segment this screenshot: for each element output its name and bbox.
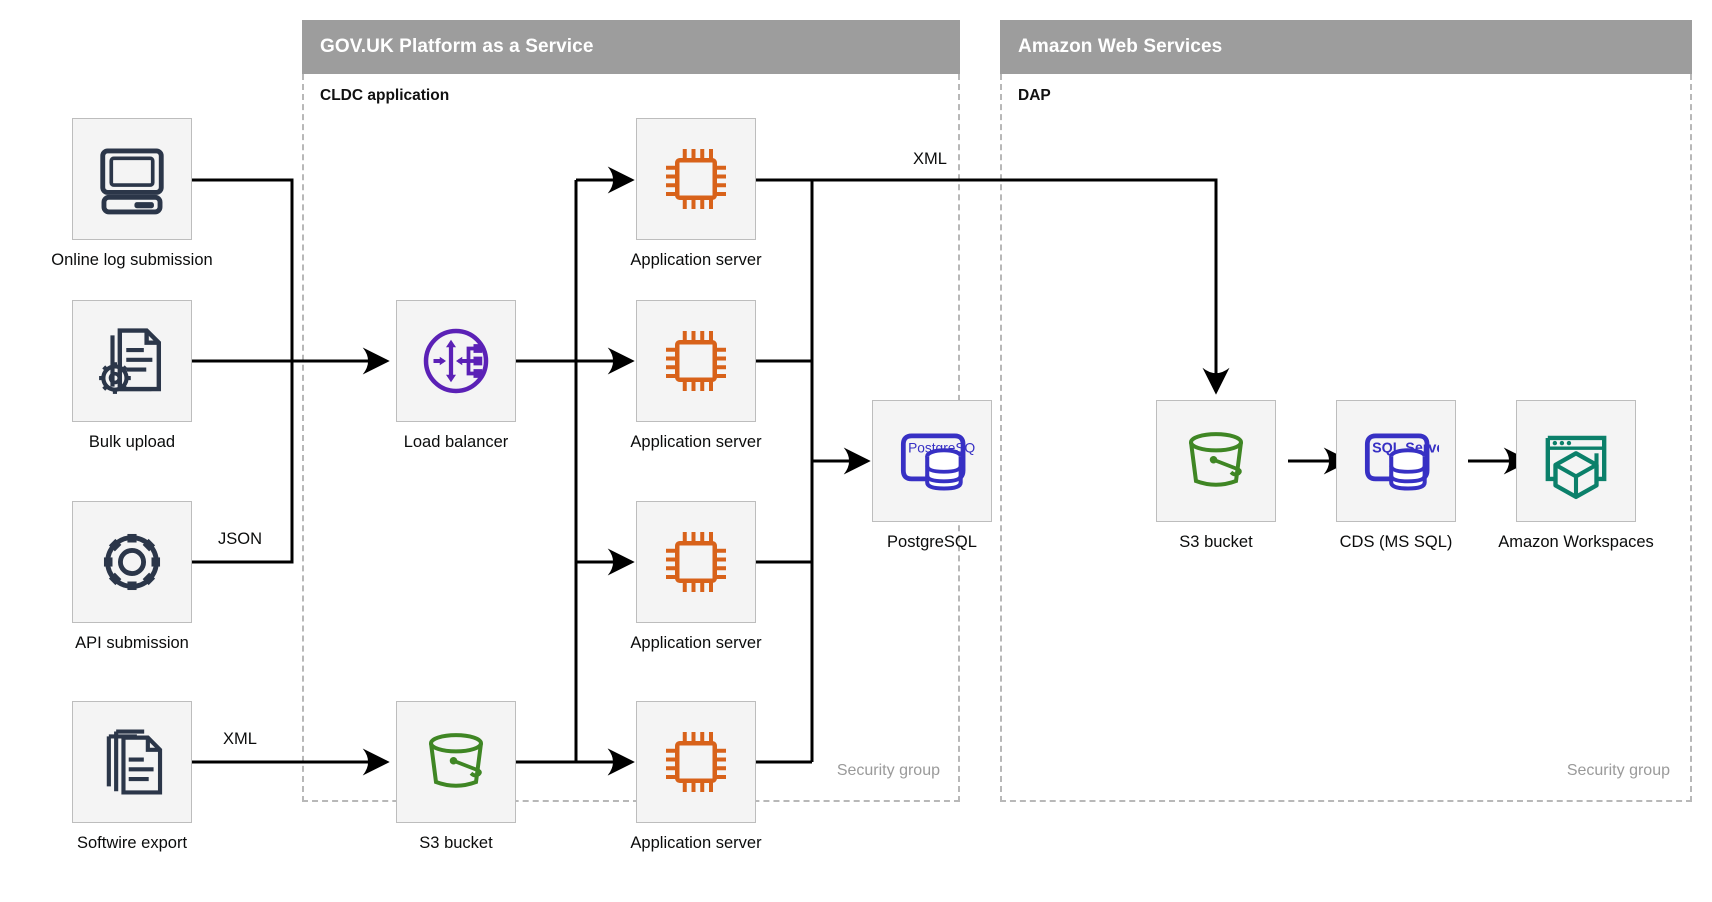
node-label: S3 bucket	[419, 834, 493, 852]
node-s3-bucket-paas[interactable]: S3 bucket	[396, 701, 516, 852]
group-title-aws: Amazon Web Services	[1018, 36, 1223, 57]
node-box	[396, 701, 516, 823]
cpu-chip-icon	[666, 532, 726, 592]
node-box	[636, 501, 756, 623]
node-s3-bucket-aws[interactable]: S3 bucket	[1156, 400, 1276, 551]
node-label: Load balancer	[403, 433, 509, 451]
node-online-log-submission[interactable]: Online log submission	[51, 118, 213, 269]
node-app-server-4[interactable]: Application server	[630, 701, 762, 852]
node-label: Amazon Workspaces	[1498, 533, 1654, 551]
document-gear-icon	[99, 328, 162, 394]
node-box	[636, 701, 756, 823]
node-label: CDS (MS SQL)	[1339, 533, 1453, 551]
node-app-server-3[interactable]: Application server	[630, 501, 762, 652]
document-stack-icon	[106, 729, 163, 795]
node-box	[396, 300, 516, 422]
desktop-computer-icon	[100, 148, 164, 215]
group-header-aws: Amazon Web Services	[1000, 20, 1692, 74]
node-box	[1156, 400, 1276, 522]
group-sublabel-cldc-application: CLDC application	[320, 87, 450, 104]
node-box	[72, 701, 192, 823]
node-box	[72, 501, 192, 623]
postgresql-icon: PostgreSQL	[900, 433, 975, 491]
node-cds-ms-sql[interactable]: SQL Server CDS (MS SQL)	[1336, 400, 1456, 551]
node-label: Application server	[630, 634, 762, 652]
node-box: PostgreSQL	[872, 400, 992, 522]
gear-icon	[103, 533, 161, 591]
node-label: PostgreSQL	[887, 533, 977, 551]
security-group-label-aws: Security group	[1566, 762, 1670, 779]
node-load-balancer[interactable]: Load balancer	[396, 300, 516, 451]
node-box: SQL Server	[1336, 400, 1456, 522]
node-softwire-export[interactable]: Softwire export	[72, 701, 192, 852]
load-balancer-icon	[423, 328, 489, 394]
node-label: Bulk upload	[88, 433, 176, 451]
sql-server-icon: SQL Server	[1364, 433, 1439, 491]
group-title-paas: GOV.UK Platform as a Service	[320, 36, 594, 57]
node-api-submission[interactable]: API submission	[72, 501, 192, 652]
node-box	[636, 300, 756, 422]
amazon-workspaces-icon	[1545, 435, 1607, 500]
node-label: Application server	[630, 834, 762, 852]
node-box	[72, 118, 192, 240]
node-amazon-workspaces[interactable]: Amazon Workspaces	[1498, 400, 1654, 551]
edge-label-json: JSON	[217, 530, 263, 548]
node-label: Online log submission	[51, 251, 213, 269]
node-app-server-1[interactable]: Application server	[630, 118, 762, 269]
security-group-label-paas: Security group	[836, 762, 940, 779]
node-label: API submission	[75, 634, 189, 652]
cpu-chip-icon	[666, 331, 726, 391]
node-label: S3 bucket	[1179, 533, 1253, 551]
node-box	[72, 300, 192, 422]
s3-bucket-icon	[429, 733, 483, 788]
node-postgresql[interactable]: PostgreSQL PostgreSQL	[872, 400, 992, 551]
node-label: Application server	[630, 433, 762, 451]
cpu-chip-icon	[666, 149, 726, 209]
node-label: Softwire export	[76, 834, 188, 852]
node-label: Application server	[630, 251, 762, 269]
node-app-server-2[interactable]: Application server	[630, 300, 762, 451]
node-box	[1516, 400, 1636, 522]
node-box	[636, 118, 756, 240]
node-bulk-upload[interactable]: Bulk upload	[72, 300, 192, 451]
cpu-chip-icon	[666, 732, 726, 792]
edge-label-xml-softwire: XML	[223, 730, 257, 748]
group-sublabel-dap: DAP	[1018, 87, 1051, 104]
group-body-aws	[1000, 74, 1692, 802]
edge-label-xml-dap: XML	[913, 150, 947, 168]
group-header-paas: GOV.UK Platform as a Service	[302, 20, 960, 74]
s3-bucket-icon	[1189, 432, 1243, 487]
